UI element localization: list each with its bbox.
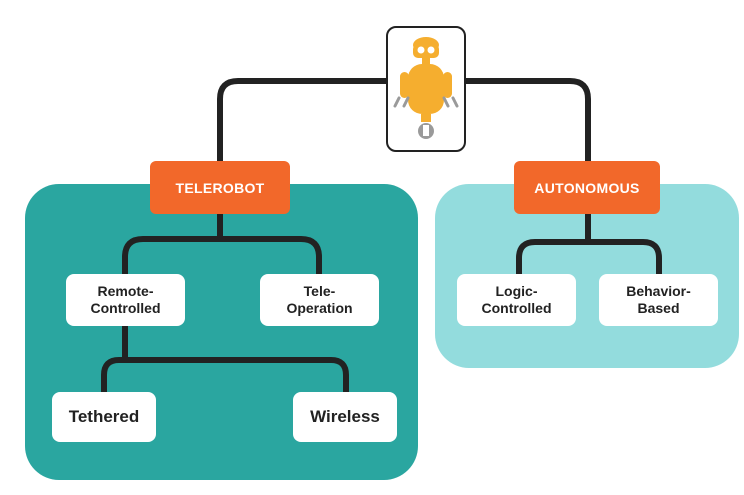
telerobot-children-connector	[122, 214, 322, 274]
logic-controlled-line1: Logic-	[495, 282, 538, 299]
logic-controlled-line2: Controlled	[481, 300, 552, 316]
tele-operation-node: Tele- Operation	[260, 274, 379, 326]
tele-operation-line2: Operation	[286, 300, 353, 316]
behavior-based-node: Behavior- Based	[599, 274, 718, 326]
autonomous-children-connector	[516, 214, 662, 274]
autonomous-label: AUTONOMOUS	[514, 161, 660, 214]
logic-controlled-node: Logic- Controlled	[457, 274, 576, 326]
behavior-based-line1: Behavior-	[626, 282, 691, 299]
remote-controlled-children-connector	[101, 326, 349, 392]
telerobot-label: TELEROBOT	[150, 161, 290, 214]
tethered-node: Tethered	[52, 392, 156, 442]
remote-controlled-node: Remote- Controlled	[66, 274, 185, 326]
remote-controlled-line2: Controlled	[90, 300, 161, 316]
robot-card	[386, 26, 466, 152]
root-to-autonomous-connector	[466, 78, 591, 162]
robot-icon	[393, 37, 459, 139]
behavior-based-line2: Based	[637, 300, 680, 316]
root-to-telerobot-connector	[217, 78, 386, 162]
wireless-node: Wireless	[293, 392, 397, 442]
remote-controlled-line1: Remote-	[97, 282, 154, 299]
tele-operation-line1: Tele-	[303, 282, 336, 299]
